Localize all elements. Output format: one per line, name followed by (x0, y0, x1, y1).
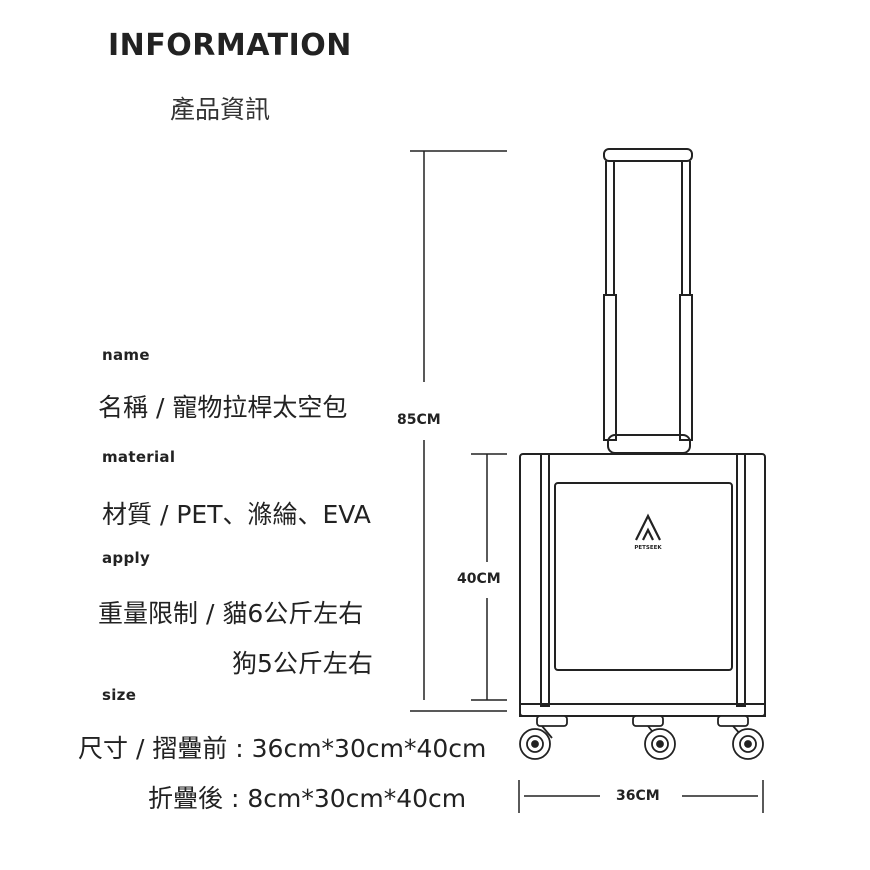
material-value: 材質 / PET、滌綸、EVA (102, 500, 371, 529)
page-subtitle: 產品資訊 (170, 95, 271, 124)
size-value-unfolded: 尺寸 / 摺疊前 : 36cm*30cm*40cm (78, 734, 487, 763)
telescopic-handle (603, 148, 693, 454)
wheel-left (519, 715, 568, 760)
dimension-line-total-height (410, 150, 507, 712)
triangle-logo-icon (635, 513, 661, 541)
dimension-body-height-label: 40CM (457, 571, 501, 587)
page-title: INFORMATION (108, 28, 352, 63)
name-label: name (102, 346, 150, 364)
bag-body (519, 453, 766, 717)
wheel-middle (632, 715, 676, 760)
dimension-width-label: 36CM (616, 788, 660, 804)
dimension-total-height-label: 85CM (397, 412, 441, 428)
brand-name: PETSEEK (634, 545, 662, 551)
size-label: size (102, 686, 137, 704)
apply-value-cat: 重量限制 / 貓6公斤左右 (98, 599, 364, 628)
wheels (519, 715, 764, 760)
apply-value-dog: 狗5公斤左右 (232, 649, 373, 678)
name-value: 名稱 / 寵物拉桿太空包 (98, 393, 348, 422)
apply-label: apply (102, 549, 151, 567)
dimension-line-body-height (471, 453, 507, 701)
material-label: material (102, 448, 176, 466)
dimension-line-width (518, 780, 764, 813)
wheel-right (717, 715, 764, 760)
size-value-folded: 折疊後 : 8cm*30cm*40cm (148, 784, 467, 813)
